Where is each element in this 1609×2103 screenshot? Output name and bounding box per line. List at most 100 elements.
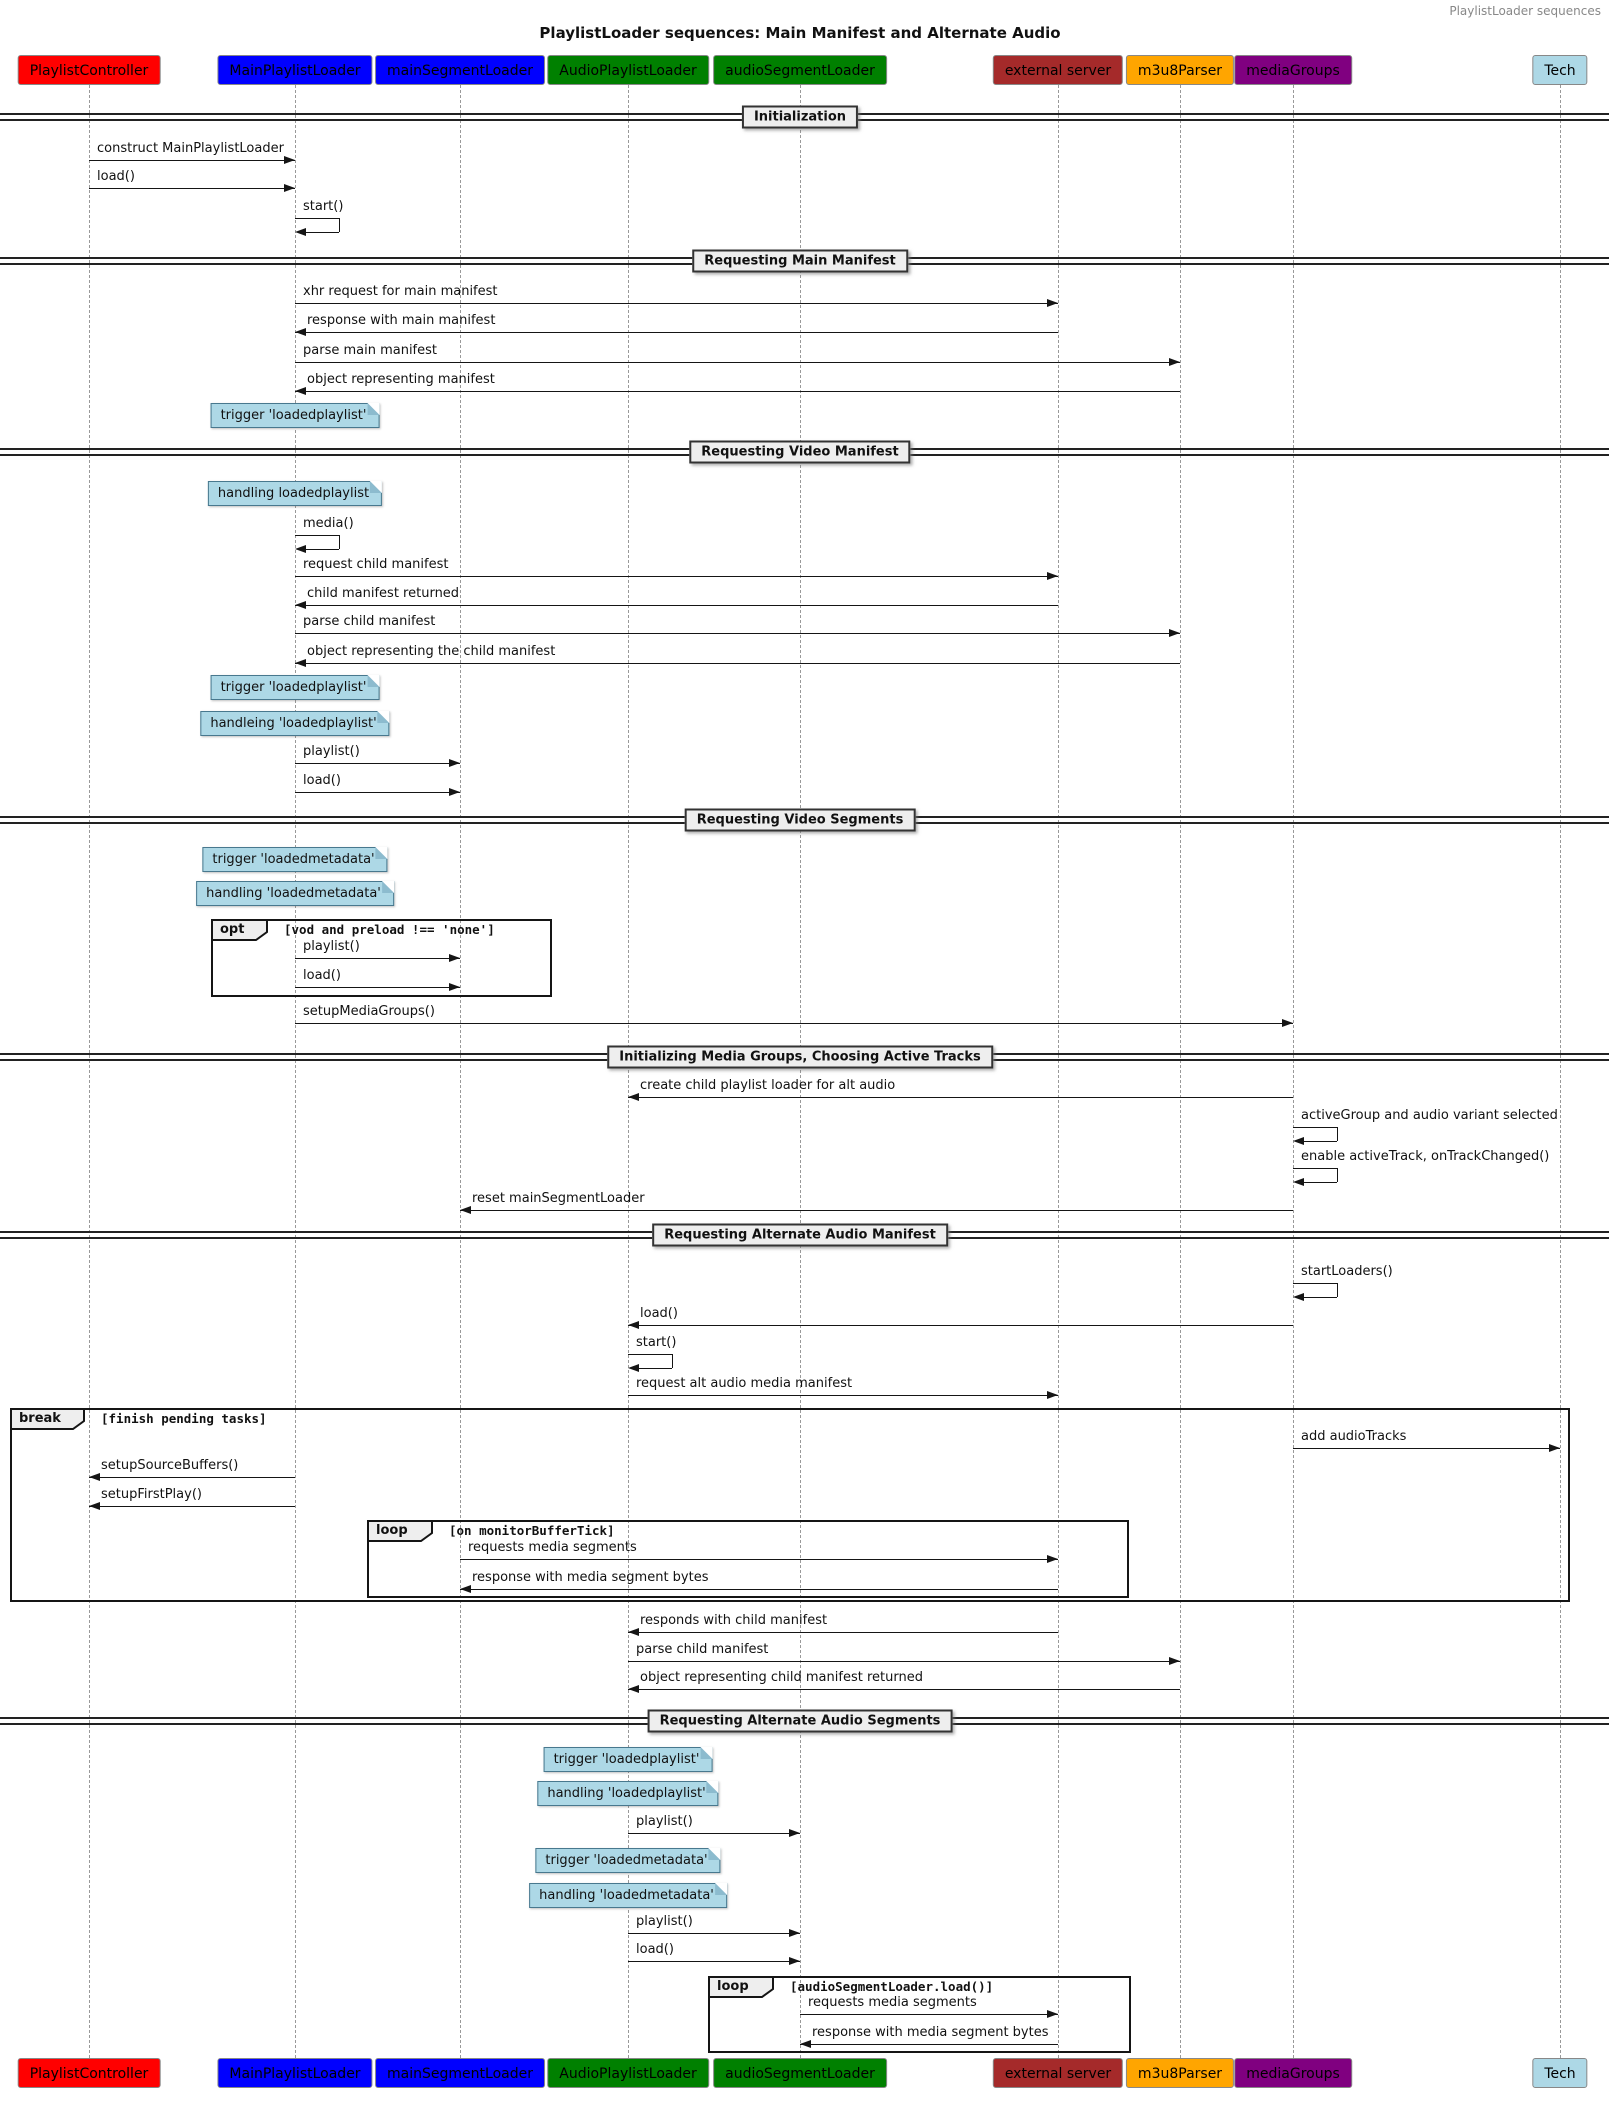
message-line <box>628 1097 1293 1098</box>
fragment-opt-pentagon <box>211 919 268 941</box>
note-0: trigger 'loadedplaylist' <box>210 403 380 428</box>
message-line <box>628 1961 800 1962</box>
message-line <box>295 792 460 793</box>
arrowhead <box>295 601 306 609</box>
message-label: requests media segments <box>468 1540 637 1555</box>
self-message-side <box>1337 1127 1338 1141</box>
message-line <box>628 1689 1180 1690</box>
message-line <box>295 763 460 764</box>
message-line <box>295 958 460 959</box>
arrowhead <box>449 954 460 962</box>
message-label: media() <box>303 516 354 531</box>
fragment-loop-label: loop <box>717 1979 749 1994</box>
message-line <box>800 2014 1058 2015</box>
note-2: trigger 'loadedplaylist' <box>210 675 380 700</box>
message-label: setupMediaGroups() <box>303 1004 435 1019</box>
message-line <box>460 1589 1058 1590</box>
arrowhead <box>295 387 306 395</box>
arrowhead <box>1282 1019 1293 1027</box>
fragment-break-label: break <box>19 1411 61 1426</box>
message-line <box>628 1833 800 1834</box>
message-line <box>295 332 1058 333</box>
message-line <box>295 663 1180 664</box>
diagram-title: PlaylistLoader sequences: Main Manifest … <box>539 24 1061 42</box>
arrowhead <box>1047 2010 1058 2018</box>
self-message-bottom <box>306 549 339 550</box>
fragment-opt-label: opt <box>220 922 245 937</box>
participant-external_server-top: external server <box>992 55 1124 85</box>
participant-AudioPlaylistLoader-bottom: AudioPlaylistLoader <box>547 2058 709 2088</box>
fragment-loop-pentagon <box>708 1976 774 1998</box>
message-line <box>800 2044 1058 2045</box>
arrowhead <box>789 1929 800 1937</box>
participant-PlaylistController-bottom: PlaylistController <box>17 2058 161 2088</box>
self-message-top <box>1293 1127 1337 1128</box>
message-label: parse main manifest <box>303 343 438 358</box>
message-line <box>295 576 1058 577</box>
arrowhead <box>1169 629 1180 637</box>
message-label: response with media segment bytes <box>812 2025 1049 2040</box>
note-7: handling 'loadedplaylist' <box>537 1781 720 1806</box>
arrowhead <box>460 1206 471 1214</box>
message-label: requests media segments <box>808 1995 977 2010</box>
participant-MainPlaylistLoader-bottom: MainPlaylistLoader <box>217 2058 373 2088</box>
lifeline-PlaylistController <box>89 85 90 2058</box>
note-8: trigger 'loadedmetadata' <box>535 1848 721 1873</box>
self-message-bottom <box>306 232 339 233</box>
arrowhead <box>1047 1391 1058 1399</box>
message-label: load() <box>636 1942 674 1957</box>
arrowhead <box>460 1585 471 1593</box>
message-label: parse child manifest <box>636 1642 769 1657</box>
self-message-top <box>295 535 339 536</box>
section-divider-label: Initializing Media Groups, Choosing Acti… <box>607 1045 993 1069</box>
arrowhead <box>628 1685 639 1693</box>
arrowhead <box>89 1473 100 1481</box>
message-line <box>295 633 1180 634</box>
message-line <box>295 987 460 988</box>
message-label: construct MainPlaylistLoader <box>97 141 284 156</box>
arrowhead <box>628 1093 639 1101</box>
fragment-opt-box <box>211 919 552 997</box>
fragment-loop-guard: [audioSegmentLoader.load()] <box>790 1979 994 1994</box>
arrowhead <box>89 1502 100 1510</box>
section-divider-label: Requesting Video Segments <box>684 808 916 832</box>
participant-mainSegmentLoader-top: mainSegmentLoader <box>375 55 545 85</box>
message-label: object representing manifest <box>307 372 495 387</box>
message-line <box>89 188 295 189</box>
lifeline-m3u8Parser <box>1180 85 1181 2058</box>
message-label: object representing child manifest retur… <box>640 1670 923 1685</box>
arrowhead <box>1293 1293 1304 1301</box>
message-label: playlist() <box>636 1814 693 1829</box>
arrowhead <box>800 2040 811 2048</box>
message-label: request alt audio media manifest <box>636 1376 853 1391</box>
lifeline-MainPlaylistLoader <box>295 85 296 2058</box>
note-3: handleing 'loadedplaylist' <box>200 711 391 736</box>
arrowhead <box>1047 299 1058 307</box>
message-line <box>295 1023 1293 1024</box>
message-line <box>295 605 1058 606</box>
arrowhead <box>1549 1444 1560 1452</box>
message-label: xhr request for main manifest <box>303 284 498 299</box>
lifeline-mainSegmentLoader <box>460 85 461 2058</box>
message-label: response with main manifest <box>307 313 496 328</box>
arrowhead <box>295 228 306 236</box>
message-line <box>89 1477 295 1478</box>
section-divider-label: Requesting Alternate Audio Segments <box>647 1709 953 1733</box>
page-header-note: PlaylistLoader sequences <box>1449 4 1601 18</box>
message-line <box>628 1661 1180 1662</box>
fragment-loop-guard: [on monitorBufferTick] <box>449 1523 615 1538</box>
self-message-side <box>339 535 340 549</box>
participant-external_server-bottom: external server <box>992 2058 1124 2088</box>
self-message-bottom <box>1304 1182 1337 1183</box>
message-line <box>628 1632 1058 1633</box>
message-line <box>460 1210 1293 1211</box>
fragment-loop-pentagon <box>367 1520 433 1542</box>
message-line <box>295 303 1058 304</box>
arrowhead <box>1169 358 1180 366</box>
message-line <box>295 362 1180 363</box>
note-1: handling loadedplaylist <box>207 481 383 506</box>
participant-Tech-top: Tech <box>1532 55 1588 85</box>
message-line <box>89 160 295 161</box>
self-message-top <box>295 218 339 219</box>
message-label: parse child manifest <box>303 614 436 629</box>
